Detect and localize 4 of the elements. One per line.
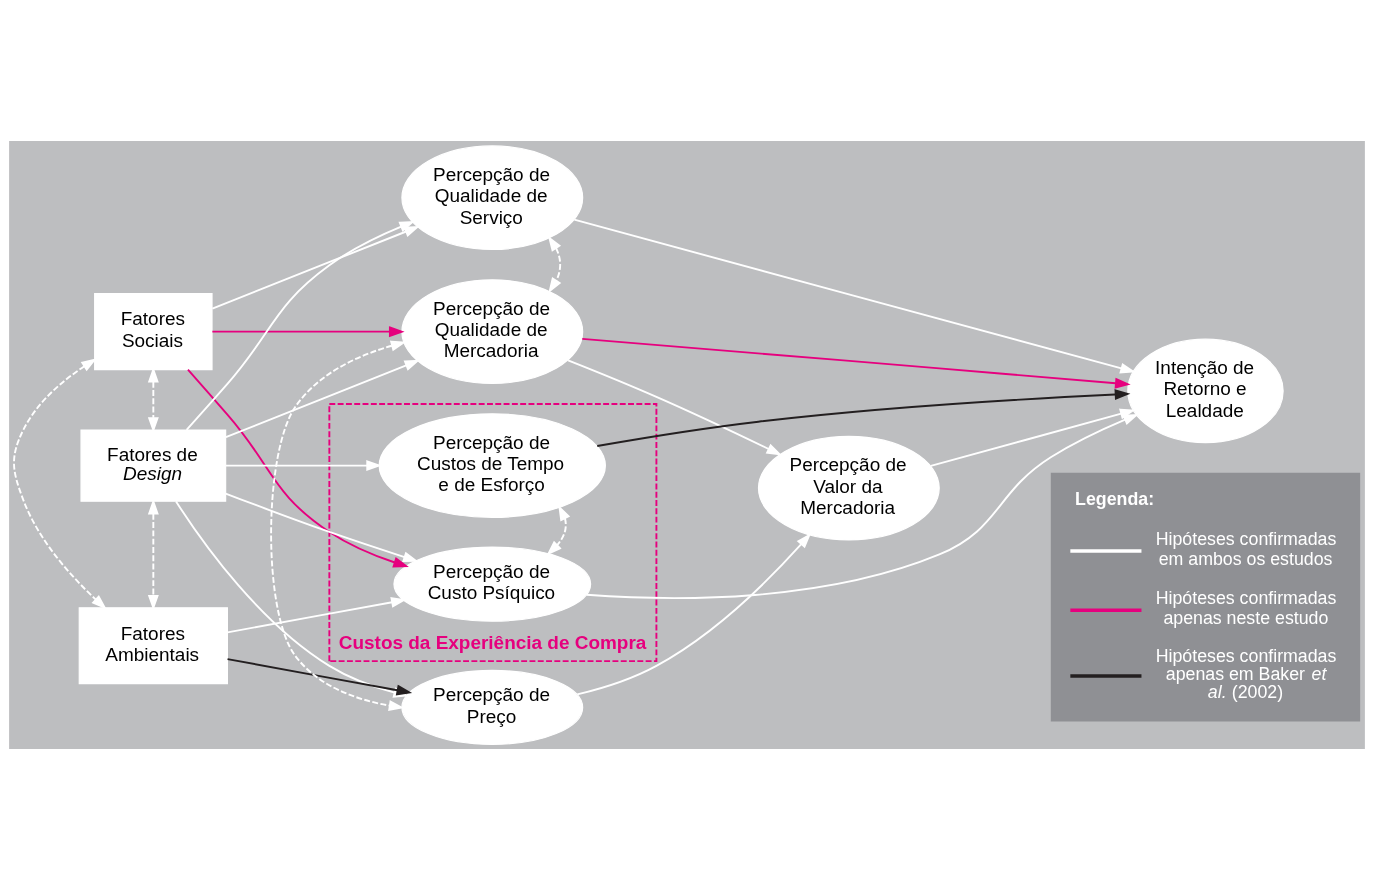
- legend-label: Hipóteses confirmadas em ambos os estudos: [1155, 529, 1337, 570]
- legend-label: Hipóteses confirmadas apenas neste estudo: [1155, 588, 1337, 629]
- label: Legenda:: [1075, 488, 1155, 509]
- legend-label: Hipóteses confirmadas apenas em Baker et al. (2002): [1155, 646, 1337, 702]
